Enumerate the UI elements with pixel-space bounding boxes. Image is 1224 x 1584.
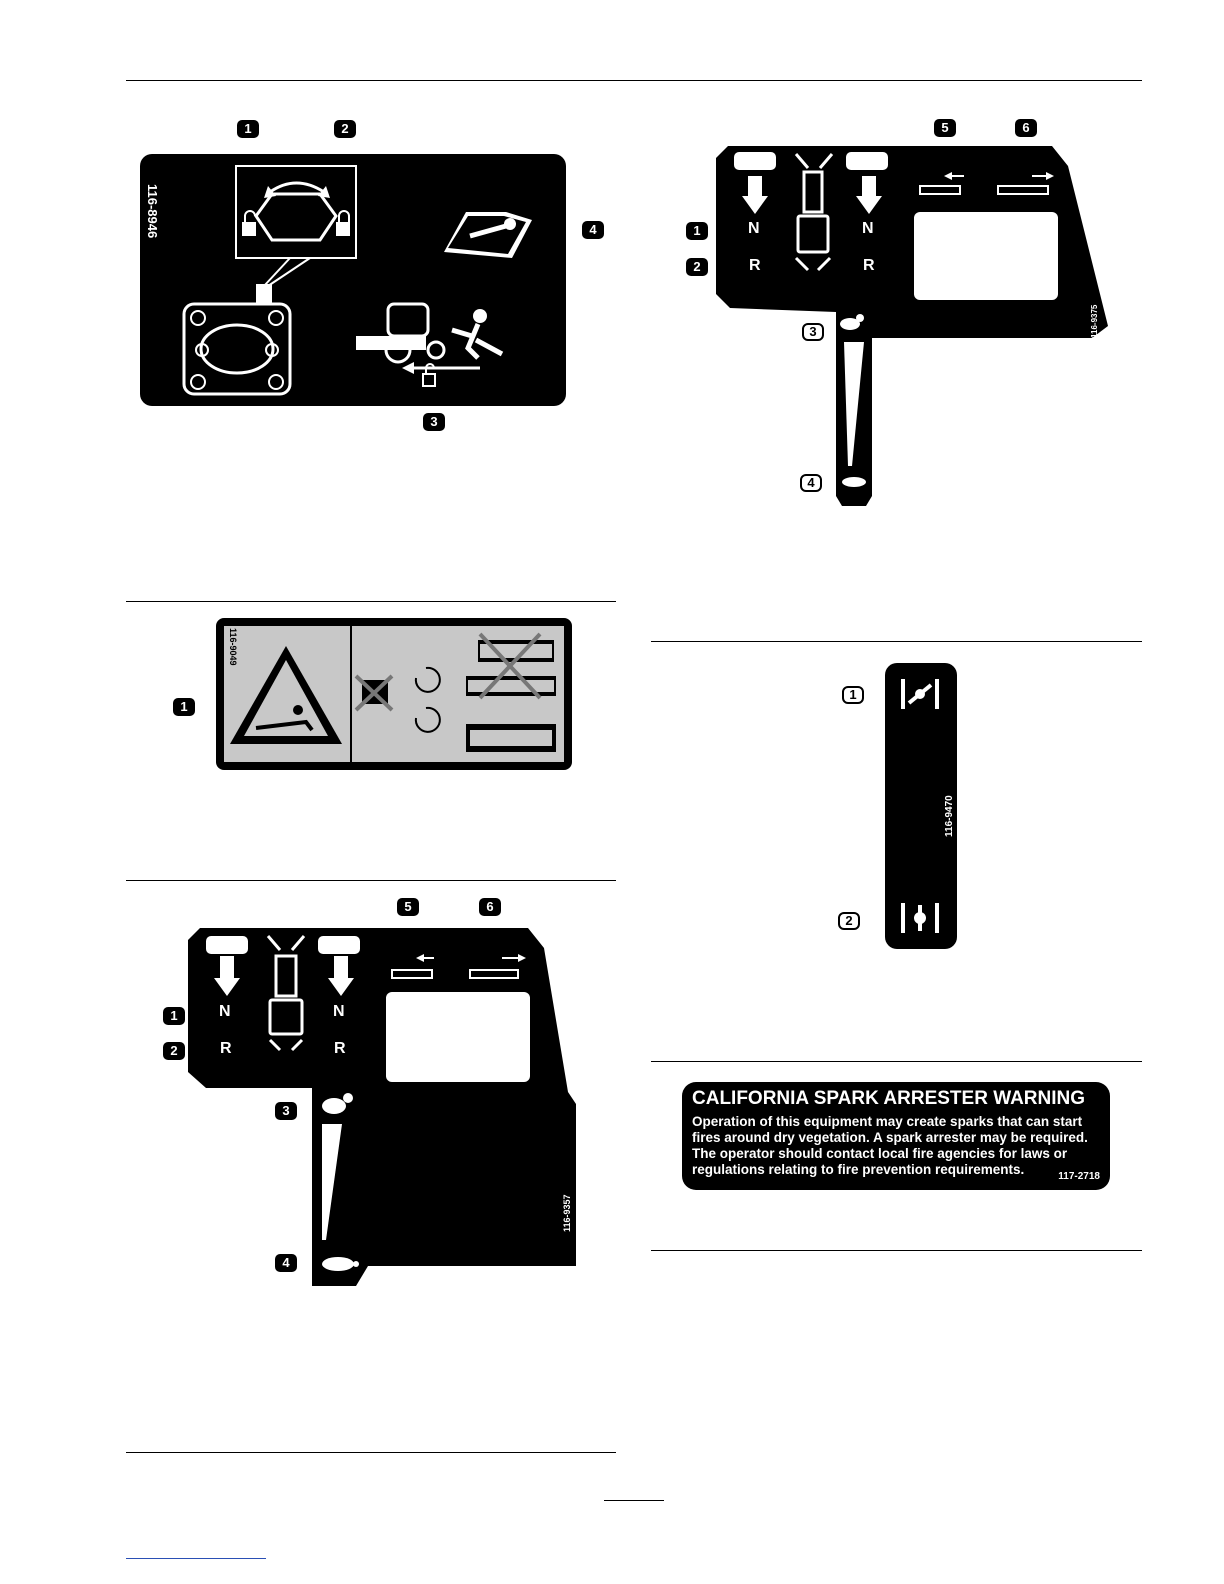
neutral-label: N xyxy=(219,1003,231,1020)
callout-4: 4 xyxy=(275,1254,297,1272)
arrow-down-icon xyxy=(856,176,882,214)
reverse-label: R xyxy=(220,1040,232,1057)
reverse-label: R xyxy=(334,1040,346,1057)
section-rule xyxy=(126,1452,616,1453)
callout-5: 5 xyxy=(934,119,956,137)
callout-3: 3 xyxy=(423,413,445,431)
belt-drive-icon xyxy=(466,632,556,752)
valve-detail-inset xyxy=(235,165,357,259)
warning-line: The operator should contact local fire a… xyxy=(692,1146,1068,1161)
decal-116-9375 xyxy=(716,146,1112,506)
callout-6: 6 xyxy=(1015,119,1037,137)
hydraulic-cylinder-extend-icon xyxy=(997,172,1054,195)
push-mower-icon xyxy=(356,302,504,364)
part-number-label: 116-9357 xyxy=(562,1194,572,1232)
arrow-down-icon xyxy=(214,956,240,996)
decal-116-9049 xyxy=(216,618,572,770)
callout-1: 1 xyxy=(842,686,864,704)
callout-4: 4 xyxy=(800,474,822,492)
callout-3: 3 xyxy=(275,1102,297,1120)
speed-wedge xyxy=(844,342,864,466)
reverse-label: R xyxy=(749,257,761,274)
section-rule xyxy=(126,880,616,881)
callout-4: 4 xyxy=(582,221,604,239)
arrow-left-icon xyxy=(402,362,480,374)
hydraulic-cylinder-extend-icon xyxy=(469,954,526,979)
warning-line: regulations relating to fire prevention … xyxy=(692,1162,1025,1177)
callout-3: 3 xyxy=(802,323,824,341)
operators-manual-icon xyxy=(444,212,532,258)
callout-5: 5 xyxy=(397,898,419,916)
part-number-label: 116-9049 xyxy=(228,628,238,666)
section-rule xyxy=(651,1061,1142,1062)
rabbit-fast-icon xyxy=(840,314,864,330)
warning-title: CALIFORNIA SPARK ARRESTER WARNING xyxy=(692,1088,1086,1109)
arrow-down-icon xyxy=(742,176,768,214)
warning-line: fires around dry vegetation. A spark arr… xyxy=(692,1130,1088,1145)
callout-2: 2 xyxy=(838,912,860,930)
hydraulic-cylinder-retract-icon xyxy=(391,954,434,979)
arrow-down-icon xyxy=(328,956,354,996)
rabbit-fast-icon xyxy=(322,1093,353,1114)
callout-1: 1 xyxy=(163,1007,185,1025)
callout-6: 6 xyxy=(479,898,501,916)
callout-2: 2 xyxy=(686,258,708,276)
neutral-label: N xyxy=(333,1003,345,1020)
section-rule xyxy=(651,1250,1142,1251)
turtle-slow-icon xyxy=(322,1257,359,1271)
choke-open-icon xyxy=(901,679,939,709)
decal-116-8946 xyxy=(140,154,566,406)
part-number-label: 117-2718 xyxy=(1058,1171,1100,1182)
callout-1: 1 xyxy=(173,698,195,716)
decal-116-9470 xyxy=(885,663,957,949)
speed-wedge xyxy=(322,1124,342,1240)
callout-2: 2 xyxy=(163,1042,185,1060)
spark-arrester-warning-decal: CALIFORNIA SPARK ARRESTER WARNING Operat… xyxy=(682,1082,1110,1190)
rotate-arrow-icon xyxy=(269,181,325,194)
section-rule xyxy=(651,641,1142,642)
hydraulic-cylinder-retract-icon xyxy=(919,172,964,195)
part-number-label: 116-9375 xyxy=(1090,304,1099,338)
part-number-label: 116-8946 xyxy=(145,184,160,239)
callout-1: 1 xyxy=(686,222,708,240)
reverse-label: R xyxy=(863,257,875,274)
unlock-icon xyxy=(242,210,256,236)
callout-1: 1 xyxy=(237,120,259,138)
choke-closed-icon xyxy=(901,903,939,933)
callout-2: 2 xyxy=(334,120,356,138)
footer-rule xyxy=(604,1500,664,1501)
header-rule xyxy=(126,80,1142,81)
entanglement-warning-icon xyxy=(230,646,342,744)
part-number-label: 116-9470 xyxy=(944,795,955,837)
neutral-label: N xyxy=(862,220,874,237)
joystick-icon xyxy=(266,935,306,1052)
section-rule xyxy=(126,601,616,602)
decal-116-9357 xyxy=(188,928,580,1286)
unlock-icon xyxy=(422,363,436,387)
rotating-parts-icon xyxy=(414,666,441,733)
turtle-slow-icon xyxy=(842,477,866,487)
joystick-icon xyxy=(794,153,834,272)
lock-icon xyxy=(336,210,350,236)
footer-link-underline[interactable] xyxy=(126,1558,266,1559)
warning-line: Operation of this equipment may create s… xyxy=(692,1114,1083,1129)
no-hands-icon xyxy=(354,674,394,712)
neutral-label: N xyxy=(748,220,760,237)
pump-body xyxy=(182,302,292,396)
